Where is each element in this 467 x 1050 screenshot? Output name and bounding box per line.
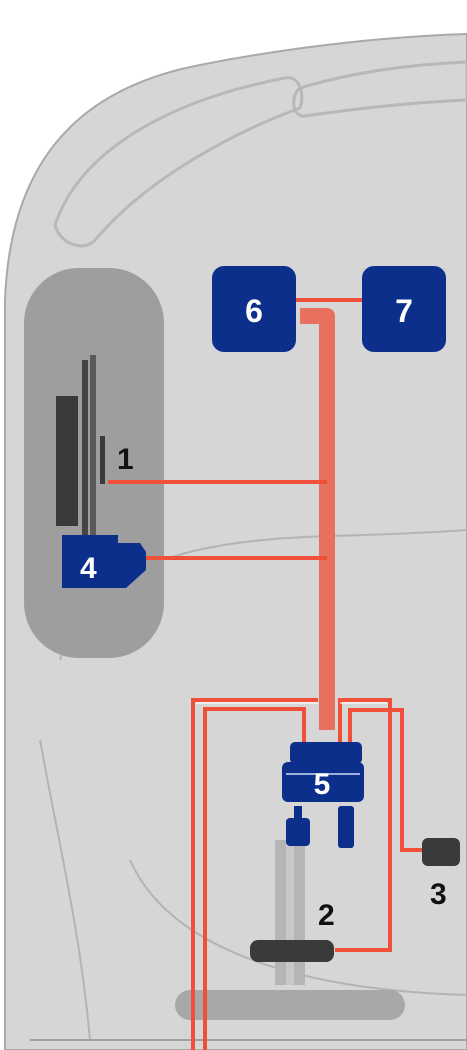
component-1-part (56, 355, 105, 535)
component-6-box (212, 266, 296, 352)
wire-to-2 (335, 698, 392, 952)
wire-to-3 (348, 708, 422, 852)
wiring-harness (108, 298, 422, 1050)
roof-outline (292, 60, 467, 118)
component-5-unit (282, 742, 364, 848)
component-5-plug-left (286, 818, 310, 846)
label-component-6: 6 (245, 293, 263, 329)
label-component-7: 7 (395, 293, 413, 329)
label-component-5: 5 (314, 768, 331, 801)
main-trunk-wire (300, 308, 335, 730)
label-component-2: 2 (318, 899, 335, 932)
floor-base (175, 990, 405, 1020)
body-contour-line (39, 739, 91, 1041)
body-contour-line (129, 859, 467, 996)
windshield-outline (53, 76, 304, 248)
component-3-part (422, 838, 460, 866)
label-component-4: 4 (80, 552, 97, 585)
wire-left-outer (191, 698, 318, 1050)
label-component-1: 1 (117, 443, 134, 476)
component-4-module (62, 535, 146, 588)
label-component-3: 3 (430, 878, 447, 911)
component-2-part (250, 940, 334, 962)
component-5-plug-right (338, 806, 354, 848)
wire-left-inner (203, 707, 306, 1050)
component-7-box (362, 266, 446, 352)
